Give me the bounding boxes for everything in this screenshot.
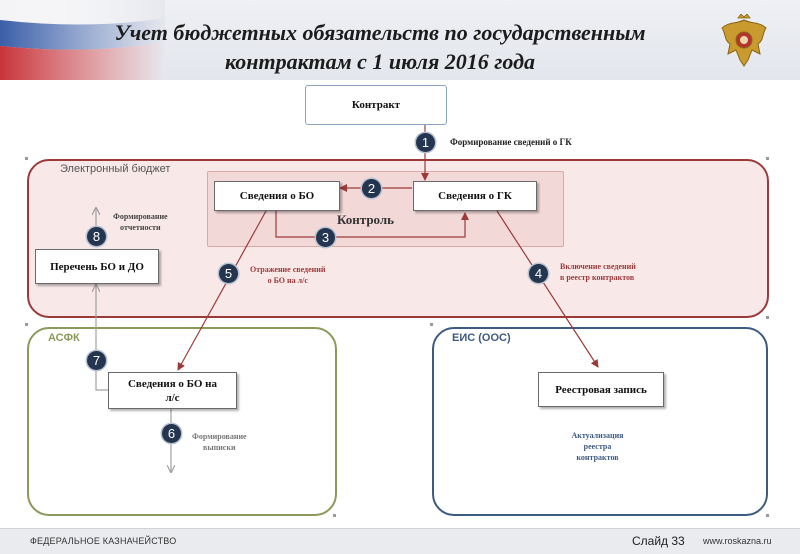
step-1-marker: 1 xyxy=(416,133,435,152)
step-7-marker: 7 xyxy=(87,351,106,370)
step-8-note: Формирование отчетности xyxy=(113,211,168,233)
step-8-note-line-1: Формирование xyxy=(113,212,168,221)
guide-dot xyxy=(333,514,336,517)
slide-footer: ФЕДЕРАЛЬНОЕ КАЗНАЧЕЙСТВО Слайд 33 www.ro… xyxy=(0,528,800,554)
guide-dot xyxy=(25,157,28,160)
step-6-marker: 6 xyxy=(162,424,181,443)
step-4-note: Включение сведений в реестр контрактов xyxy=(560,261,636,283)
step-1-note: Формирование сведений о ГК xyxy=(450,137,572,147)
step-2-marker: 2 xyxy=(362,179,381,198)
registry-entry-box: Реестровая запись xyxy=(538,372,664,407)
guide-dot xyxy=(25,323,28,326)
step-4-note-line-1: Включение сведений xyxy=(560,262,636,271)
footer-url: www.roskazna.ru xyxy=(703,536,772,546)
slide-header: Учет бюджетных обязательств по государст… xyxy=(0,0,800,80)
step-4-marker: 4 xyxy=(529,264,548,283)
bo-do-list-box: Перечень БО и ДО xyxy=(35,249,159,284)
slide-title: Учет бюджетных обязательств по государст… xyxy=(40,18,720,76)
treasury-emblem-icon xyxy=(718,13,770,72)
guide-dot xyxy=(766,316,769,319)
step-5-note-line-1: Отражение сведений xyxy=(250,265,326,274)
contract-box: Контракт xyxy=(305,85,447,125)
title-line-2: контрактам с 1 июля 2016 года xyxy=(224,49,536,74)
electronic-budget-label: Электронный бюджет xyxy=(60,163,171,175)
step-8-marker: 8 xyxy=(87,227,106,246)
guide-dot xyxy=(430,323,433,326)
footer-org: ФЕДЕРАЛЬНОЕ КАЗНАЧЕЙСТВО xyxy=(30,536,177,546)
eis-note: Актуализация реестра контрактов xyxy=(555,430,640,463)
guide-dot xyxy=(766,514,769,517)
asfk-region xyxy=(27,327,337,516)
step-3-marker: 3 xyxy=(316,228,335,247)
guide-dot xyxy=(766,157,769,160)
gk-info-box: Сведения о ГК xyxy=(413,181,537,211)
bo-ls-box: Сведения о БО на л/с xyxy=(108,372,237,409)
step-6-note-line-1: Формирование xyxy=(192,432,247,441)
step-6-note-line-2: выписки xyxy=(203,443,236,452)
bo-ls-line-2: л/с xyxy=(165,391,180,404)
eis-region xyxy=(432,327,768,516)
step-8-note-line-2: отчетности xyxy=(120,223,161,232)
bo-info-box: Сведения о БО xyxy=(214,181,340,211)
russian-flag-icon xyxy=(0,0,165,80)
eis-note-line-1: Актуализация xyxy=(571,431,624,440)
step-5-note-line-2: о БО на л/с xyxy=(267,276,308,285)
title-line-1: Учет бюджетных обязательств по государст… xyxy=(114,20,646,45)
slide-number: Слайд 33 xyxy=(632,534,685,548)
bo-ls-line-1: Сведения о БО на xyxy=(127,377,218,390)
step-6-note: Формирование выписки xyxy=(192,431,247,453)
control-label: Контроль xyxy=(337,212,395,227)
step-5-note: Отражение сведений о БО на л/с xyxy=(250,264,325,286)
asfk-label: АСФК xyxy=(48,332,80,344)
step-4-note-line-2: в реестр контрактов xyxy=(560,273,635,282)
eis-label: ЕИС (ООС) xyxy=(452,332,511,344)
eis-note-line-3: контрактов xyxy=(576,453,619,462)
step-5-marker: 5 xyxy=(219,264,238,283)
eis-note-line-2: реестра xyxy=(583,442,612,451)
